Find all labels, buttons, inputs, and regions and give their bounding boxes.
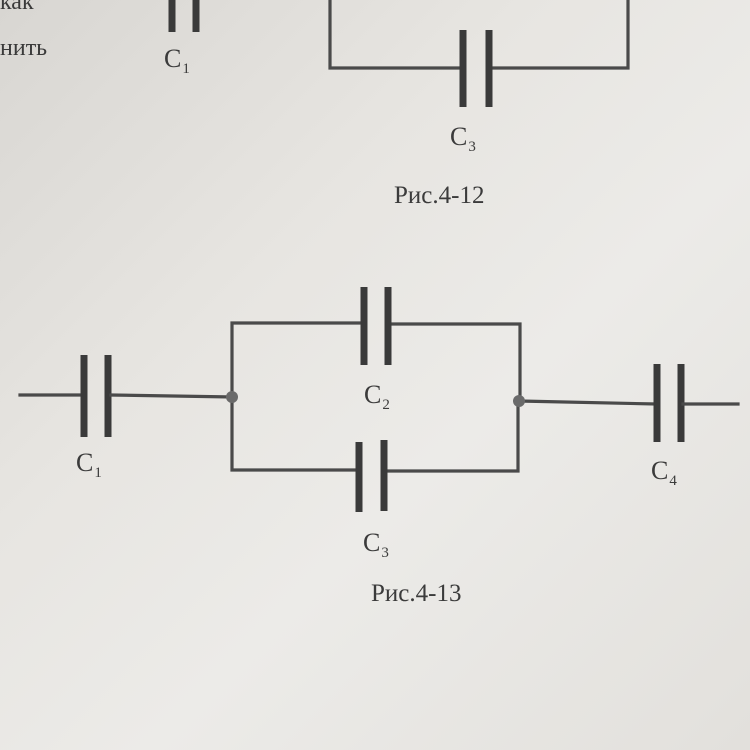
wire-bottom-left	[230, 395, 359, 472]
wire-right-branch	[488, 0, 630, 70]
wire-c1-to-node	[109, 393, 234, 399]
wire-node-to-c4	[518, 399, 657, 406]
junction-node-left	[226, 391, 238, 403]
figure-4-12-circuit	[168, 0, 630, 107]
fig13-label-c4: C4	[651, 456, 677, 489]
fig12-label-c3: C3	[450, 122, 476, 155]
fig12-caption: Рис.4-12	[394, 182, 485, 209]
fig13-label-c1: C1	[76, 448, 102, 481]
side-text-bottom: нить	[0, 35, 48, 61]
junction-node-right	[513, 395, 525, 407]
fig13-caption: Рис.4-13	[371, 580, 462, 607]
wire-bottom-right	[382, 398, 520, 473]
side-text-top: как	[0, 0, 34, 15]
fig12-label-c1: C1	[164, 44, 190, 77]
wire-left-branch	[328, 0, 463, 70]
fig13-label-c2: C2	[364, 380, 390, 413]
wire-top-left	[230, 321, 364, 399]
fig13-label-c3: C3	[363, 528, 389, 561]
wire-top-right	[386, 322, 522, 402]
figure-4-13-circuit	[18, 287, 740, 512]
